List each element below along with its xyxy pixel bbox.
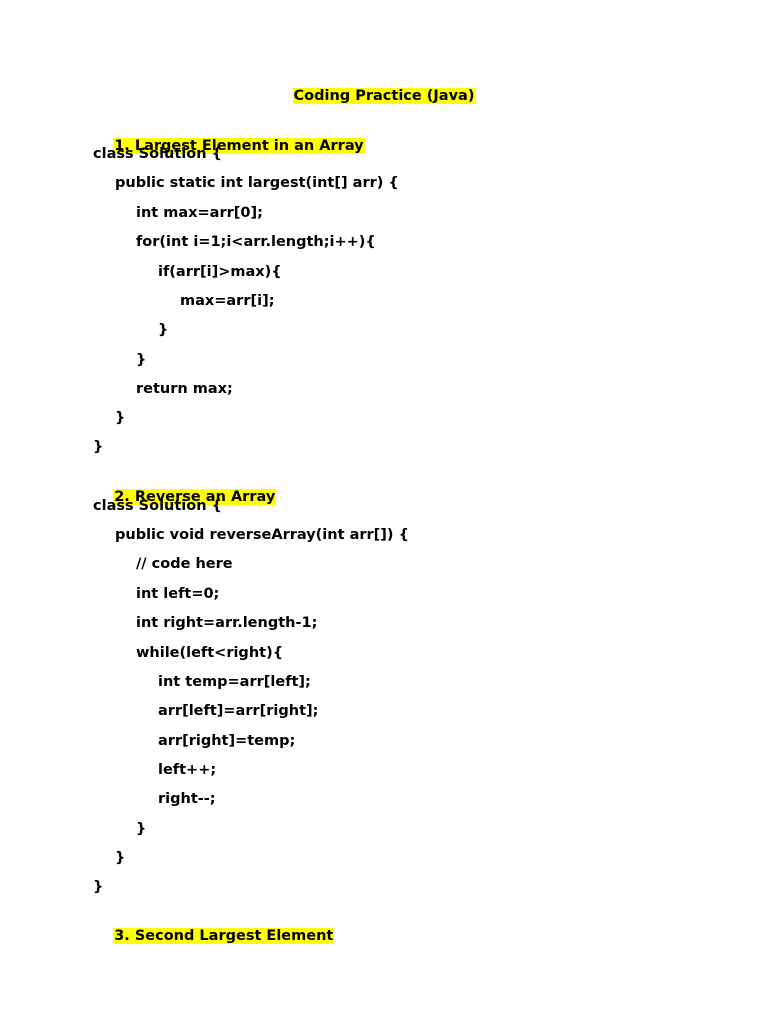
code-line: public void reverseArray(int arr[]) {: [115, 527, 409, 543]
section-1-heading: 1. Largest Element in an Array: [113, 138, 365, 154]
code-line: }: [93, 439, 104, 455]
code-line: max=arr[i];: [180, 293, 275, 309]
code-line: right--;: [158, 791, 216, 807]
code-line: }: [158, 322, 169, 338]
code-line: int temp=arr[left];: [158, 674, 311, 690]
section-heading: 1. Largest Element in an Array: [93, 116, 365, 154]
code-line: }: [115, 850, 126, 866]
code-line: }: [136, 821, 147, 837]
code-line: arr[left]=arr[right];: [158, 703, 319, 719]
code-line: }: [93, 879, 104, 895]
document-title-row: Coding Practice (Java): [0, 86, 768, 106]
code-line: }: [115, 410, 126, 426]
code-line: class Solution {: [93, 498, 222, 514]
section-heading: 3. Second Largest Element: [93, 906, 335, 944]
code-line: arr[right]=temp;: [158, 733, 296, 749]
code-line: // code here: [136, 556, 233, 572]
code-line: class Solution {: [93, 146, 222, 162]
section-2-heading: 2. Reverse an Array: [113, 489, 277, 505]
code-line: return max;: [136, 381, 233, 397]
code-line: left++;: [158, 762, 217, 778]
document-title: Coding Practice (Java): [292, 88, 476, 104]
code-line: public static int largest(int[] arr) {: [115, 175, 399, 191]
code-line: for(int i=1;i<arr.length;i++){: [136, 234, 376, 250]
code-line: int left=0;: [136, 586, 220, 602]
code-line: int right=arr.length-1;: [136, 615, 318, 631]
code-line: while(left<right){: [136, 645, 284, 661]
code-line: if(arr[i]>max){: [158, 264, 282, 280]
code-line: }: [136, 352, 147, 368]
section-3-heading: 3. Second Largest Element: [113, 928, 335, 944]
code-line: int max=arr[0];: [136, 205, 263, 221]
section-heading: 2. Reverse an Array: [93, 467, 277, 505]
